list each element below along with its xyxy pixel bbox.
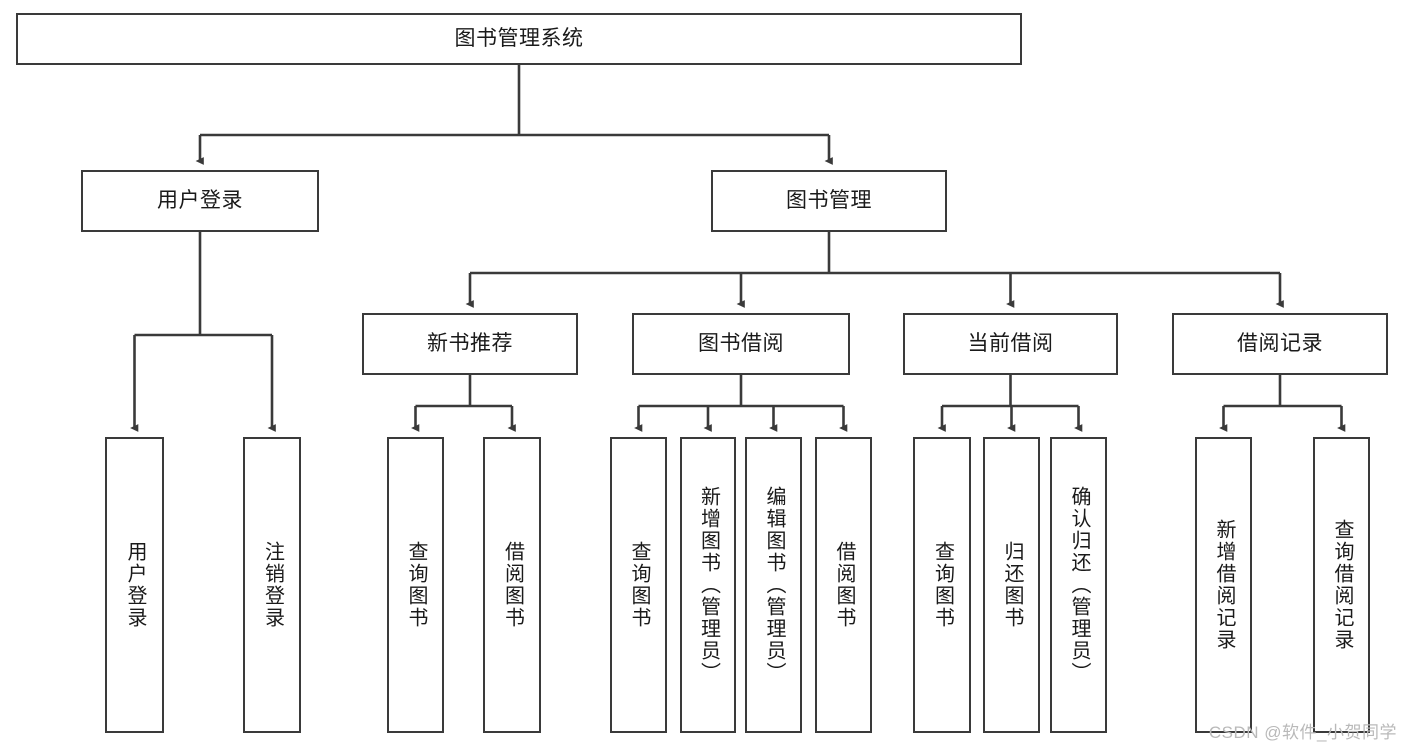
node-records: 借阅记录 [1172, 313, 1388, 375]
node-records-1: 新增借阅记录 [1195, 437, 1252, 733]
node-label: 注销登录 [261, 541, 284, 629]
node-current-1: 查询图书 [913, 437, 971, 733]
node-newbook-2: 借阅图书 [483, 437, 541, 733]
node-label: 借阅图书 [833, 541, 855, 629]
node-label: 图书管理 [786, 189, 872, 213]
node-label: 图书借阅 [698, 332, 784, 356]
node-label: 借阅图书 [501, 541, 524, 629]
node-borrow: 图书借阅 [632, 313, 850, 375]
node-login-2: 注销登录 [243, 437, 301, 733]
node-borrow-4: 借阅图书 [815, 437, 872, 733]
node-label: 用户登录 [124, 541, 146, 629]
node-newbook-1: 查询图书 [387, 437, 444, 733]
node-label: 查询图书 [405, 541, 427, 629]
node-borrow-1: 查询图书 [610, 437, 667, 733]
node-label: 用户登录 [157, 189, 243, 213]
node-borrow-3: 编辑图书（管理员） [745, 437, 802, 733]
node-label: 当前借阅 [967, 332, 1054, 356]
node-current-2: 归还图书 [983, 437, 1040, 733]
node-label: 借阅记录 [1237, 332, 1323, 356]
node-label: 查询图书 [931, 541, 954, 629]
node-current-3: 确认归还（管理员） [1050, 437, 1107, 733]
node-label: 查询借阅记录 [1331, 519, 1353, 651]
node-current: 当前借阅 [903, 313, 1118, 375]
node-label: 新书推荐 [427, 332, 513, 356]
node-label: 归还图书 [1001, 541, 1023, 629]
node-label: 图书管理系统 [454, 27, 584, 51]
node-login: 用户登录 [81, 170, 319, 232]
node-login-1: 用户登录 [105, 437, 164, 733]
node-label: 确认归还（管理员） [1068, 486, 1090, 684]
node-bookmgmt: 图书管理 [711, 170, 947, 232]
node-records-2: 查询借阅记录 [1313, 437, 1370, 733]
node-label: 新增图书（管理员） [697, 486, 720, 684]
node-label: 新增借阅记录 [1213, 519, 1235, 651]
node-root: 图书管理系统 [16, 13, 1022, 65]
node-borrow-2: 新增图书（管理员） [680, 437, 736, 733]
node-label: 查询图书 [628, 541, 650, 629]
watermark-text: CSDN @软件_小贺同学 [1208, 723, 1397, 742]
node-newbook: 新书推荐 [362, 313, 578, 375]
node-label: 编辑图书（管理员） [763, 486, 785, 684]
